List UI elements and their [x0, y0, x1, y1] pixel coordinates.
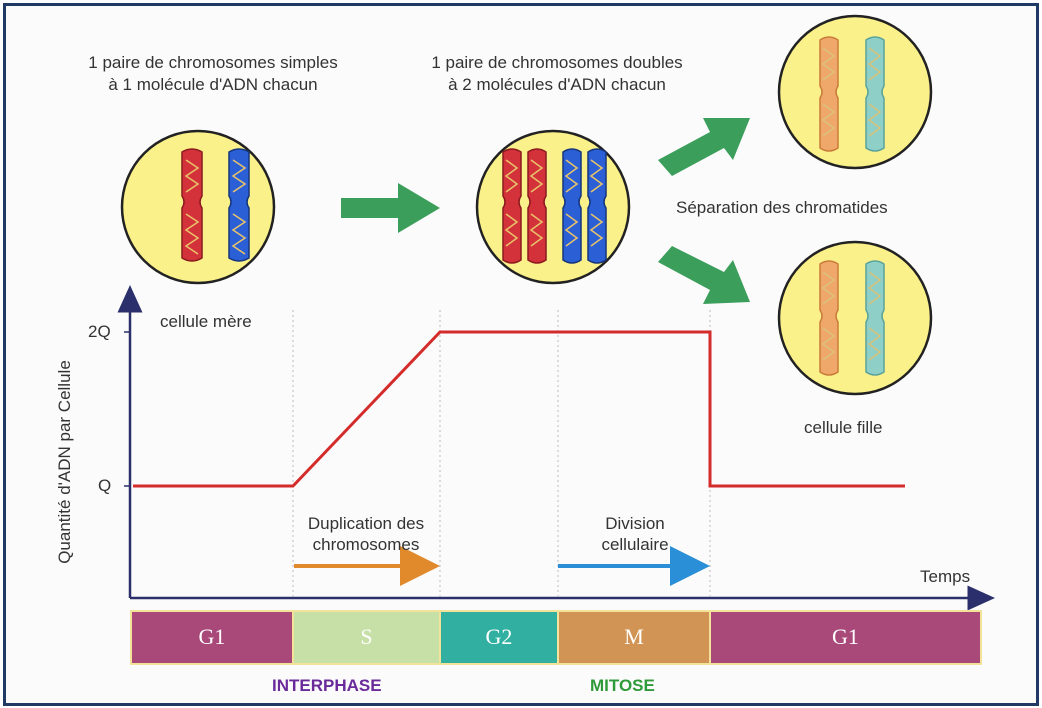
- caption-simple-line2: à 1 molécule d'ADN chacun: [108, 75, 318, 94]
- caption-simple-line1: 1 paire de chromosomes simples: [88, 53, 338, 72]
- mother-cell-label: cellule mère: [160, 312, 252, 331]
- daughter-cell-label: cellule fille: [804, 418, 883, 437]
- division-label: Division cellulaire: [560, 513, 710, 555]
- duplication-label: Duplication des chromosomes: [290, 513, 442, 555]
- mitose-label: MITOSE: [590, 676, 655, 695]
- separation-label: Séparation des chromatides: [676, 198, 888, 217]
- green-arrow-up-right: [658, 118, 750, 176]
- caption-double-line1: 1 paire de chromosomes doubles: [431, 53, 683, 72]
- y-axis-label: Quantité d'ADN par Cellule: [55, 360, 74, 564]
- daughter-cell-top: [777, 14, 933, 170]
- duplication-line2: chromosomes: [312, 535, 420, 554]
- phase-g2-label: G2: [485, 624, 513, 649]
- division-line1: Division: [605, 514, 665, 533]
- phase-g2: [439, 610, 559, 665]
- phase-m-label: M: [624, 624, 644, 649]
- duplication-line1: Duplication des: [307, 514, 425, 533]
- green-arrow-right: [341, 183, 440, 233]
- dna-quantity-line: [133, 330, 905, 488]
- interphase-label: INTERPHASE: [272, 676, 382, 695]
- phase-m: [557, 610, 711, 665]
- caption-double-chromosomes: 1 paire de chromosomes doubles à 2 moléc…: [392, 52, 722, 96]
- phase-g1-first-label: G1: [198, 624, 226, 649]
- caption-simple-chromosomes: 1 paire de chromosomes simples à 1 moléc…: [48, 52, 378, 96]
- chromosome-red-double: [502, 148, 547, 264]
- phase-g1-second: [709, 610, 982, 665]
- chromosome-blue-simple: [228, 148, 250, 262]
- division-line2: cellulaire: [601, 535, 669, 554]
- phase-s: [292, 610, 441, 665]
- daughter-cell-bottom: [777, 240, 933, 396]
- phase-g1-first: [130, 610, 294, 665]
- x-axis-label: Temps: [920, 567, 971, 586]
- green-arrow-down-right: [658, 246, 750, 304]
- phase-g1-second-label: G1: [832, 624, 859, 649]
- chromosome-blue-double: [562, 148, 607, 264]
- chromosome-red-simple: [181, 148, 203, 262]
- y-tick-2q: 2Q: [88, 322, 111, 341]
- caption-double-line2: à 2 molécules d'ADN chacun: [448, 75, 666, 94]
- mother-cell: [120, 129, 276, 285]
- duplicated-cell: [475, 129, 631, 285]
- phase-separators: [292, 310, 711, 598]
- y-tick-q: Q: [98, 476, 112, 495]
- phase-bar: [130, 610, 982, 665]
- phase-s-label: S: [360, 624, 373, 649]
